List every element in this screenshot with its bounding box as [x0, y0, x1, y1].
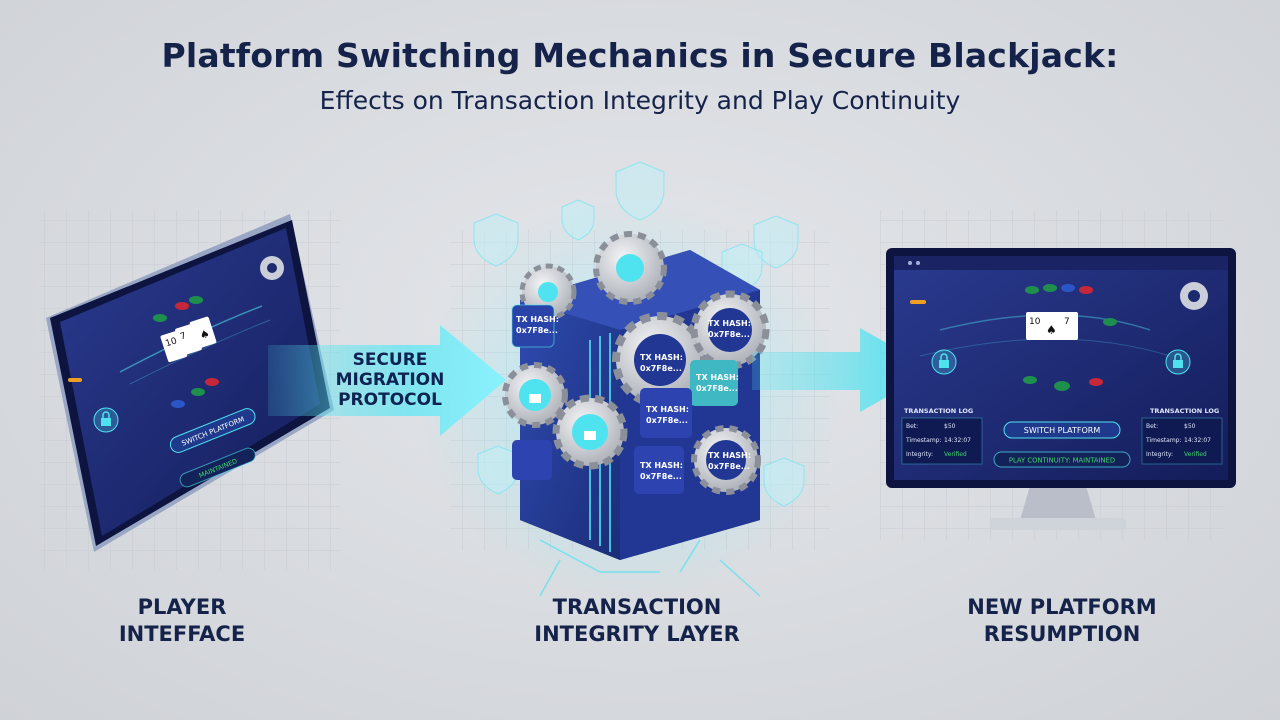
gear-icon	[593, 231, 667, 305]
log-label: Integrity:	[906, 451, 933, 458]
log-label: Bet:	[1146, 423, 1158, 430]
gear-icon	[260, 256, 284, 280]
gear-icon	[690, 290, 770, 370]
log-title: TRANSACTION LOG	[1150, 407, 1219, 415]
gear-icon	[1180, 282, 1208, 310]
tx-hash-value: 0x7F8e...	[516, 326, 558, 335]
tx-hash-label: TX HASH:	[696, 373, 739, 382]
log-value: 14:32:07	[1184, 437, 1211, 444]
log-label: Bet:	[906, 423, 918, 430]
lock-icon	[1165, 349, 1191, 375]
highlight-cube	[690, 360, 738, 406]
shield-icon	[753, 215, 799, 269]
transaction-log-left: TRANSACTION LOG Bet: $50 Timestamp: 14:3…	[901, 407, 983, 465]
gear-icon	[691, 425, 761, 495]
caption-integrity-layer: TRANSACTION INTEGRITY LAYER	[534, 595, 740, 646]
svg-text:7: 7	[179, 331, 188, 342]
log-label: Integrity:	[1146, 451, 1173, 458]
page-subtitle: Effects on Transaction Integrity and Pla…	[319, 86, 961, 115]
monitor-switch-label: SWITCH PLATFORM	[1024, 426, 1101, 435]
svg-text:7: 7	[1064, 317, 1070, 327]
log-value: 14:32:07	[944, 437, 971, 444]
tx-hash-label: TX HASH:	[708, 451, 751, 460]
lock-icon	[93, 407, 119, 433]
shield-icon	[615, 161, 665, 221]
log-title: TRANSACTION LOG	[904, 407, 973, 415]
tablet-switch-button[interactable]	[168, 406, 257, 455]
log-value: Verified	[1184, 451, 1207, 458]
chip-stacks	[153, 296, 219, 408]
integrity-cube: TX HASH: 0x7F8e... TX HASH: 0x7F8e... TX…	[420, 161, 840, 600]
migration-label: SECURE MIGRATION PROTOCOL	[335, 350, 445, 410]
lock-icon	[529, 394, 596, 440]
log-value: Verified	[944, 451, 967, 458]
tx-hash-value: 0x7F8e...	[640, 364, 682, 373]
tx-hash-value: 0x7F8e...	[696, 384, 738, 393]
tx-hash-label: TX HASH:	[516, 315, 559, 324]
chip-stacks	[1023, 284, 1117, 391]
log-value: $50	[1184, 423, 1196, 430]
tx-hash-value: 0x7F8e...	[708, 462, 750, 471]
tx-hash-value: 0x7F8e...	[708, 330, 750, 339]
svg-text:10: 10	[164, 336, 178, 349]
continuity-label: PLAY CONTINUITY: MAINTAINED	[1009, 457, 1115, 465]
tx-hash-value: 0x7F8e...	[646, 416, 688, 425]
transaction-log-right: TRANSACTION LOG Bet: $50 Timestamp: 14:3…	[1141, 407, 1223, 465]
tablet-cards: 10 7 ♠	[160, 316, 217, 363]
monitor-switch-button[interactable]	[1003, 421, 1121, 439]
caption-player-interface: PLAYER INTEFFACE	[118, 595, 246, 646]
log-label: Timestamp:	[1145, 437, 1182, 444]
shield-icon	[561, 199, 595, 241]
monitor-device: 10 7 ♠ SWITCH PLATFORM	[886, 248, 1236, 530]
gear-icon	[612, 312, 708, 408]
tx-hash-label: TX HASH:	[640, 353, 683, 362]
log-value: $50	[944, 423, 956, 430]
monitor-cards: 10 7 ♠	[1026, 312, 1078, 340]
tx-hash-label: TX HASH:	[708, 319, 751, 328]
tablet-status-button[interactable]	[178, 446, 257, 489]
tx-hash-label: TX HASH:	[646, 405, 689, 414]
shield-icon	[763, 457, 805, 507]
continuity-status	[993, 451, 1131, 468]
caption-new-platform: NEW PLATFORM RESUMPTION	[967, 595, 1157, 646]
svg-text:10: 10	[1029, 317, 1041, 327]
monitor-indicator	[910, 300, 926, 304]
tablet-device: 10 7 ♠ SWITCH PLATFORM MAINTAINED	[46, 214, 334, 552]
tx-hash-label: TX HASH:	[640, 461, 683, 470]
lock-icon	[931, 349, 957, 375]
page-title: Platform Switching Mechanics in Secure B…	[161, 36, 1119, 75]
log-label: Timestamp:	[905, 437, 942, 444]
circuit-lines	[539, 539, 761, 597]
shield-icon	[473, 213, 519, 267]
tx-hash-value: 0x7F8e...	[640, 472, 682, 481]
svg-text:♠: ♠	[1046, 323, 1057, 337]
svg-text:♠: ♠	[198, 327, 211, 342]
tablet-indicator	[68, 378, 82, 382]
